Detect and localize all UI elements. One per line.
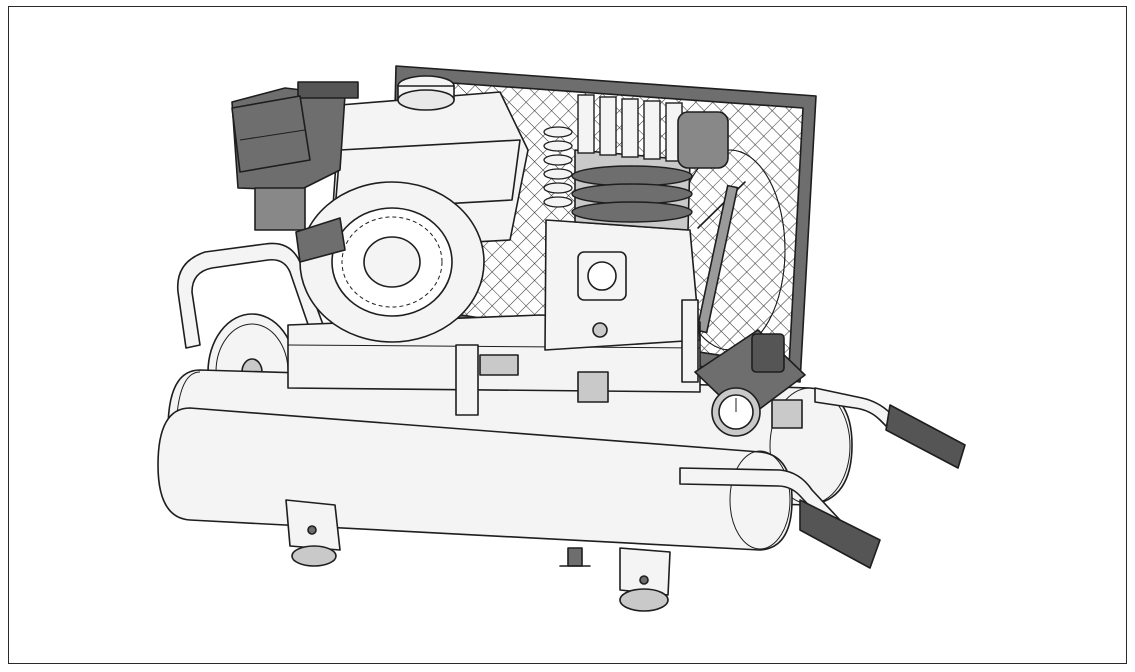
fuel-cap-icon	[397, 75, 455, 111]
air-filter-icon	[231, 95, 311, 173]
foot-icon	[285, 499, 671, 612]
recoil-starter-icon	[295, 181, 485, 343]
handle-icon	[176, 242, 326, 349]
fittings	[455, 299, 699, 416]
front-handle	[679, 387, 966, 569]
pressure-gauge-icon	[711, 387, 761, 437]
drain-valve-icon	[559, 547, 591, 567]
pump-head-icon	[543, 94, 729, 351]
